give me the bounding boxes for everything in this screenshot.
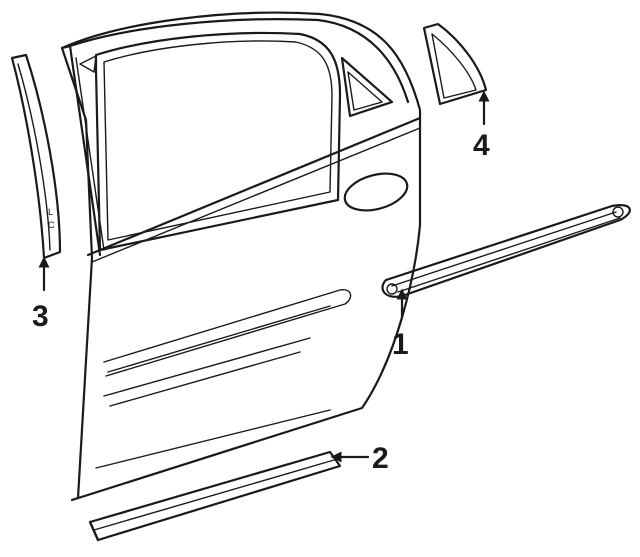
callout-arrows: [38, 90, 490, 463]
callout-3: 3: [32, 300, 49, 333]
svg-text:L: L: [48, 207, 53, 217]
rear-door-panel: [60, 11, 422, 502]
callout-2: 2: [372, 442, 389, 475]
callout-1: 1: [392, 328, 409, 361]
part-4-quarter-window-trim: [422, 22, 488, 106]
part-1-belt-weatherstrip: [381, 204, 631, 298]
part-3-pillar-applique: L C: [10, 53, 62, 260]
callout-4: 4: [473, 129, 490, 162]
callout-labels: 3 4 1 2: [32, 129, 490, 475]
svg-text:C: C: [48, 220, 55, 230]
part-2-body-side-molding: [88, 450, 342, 542]
